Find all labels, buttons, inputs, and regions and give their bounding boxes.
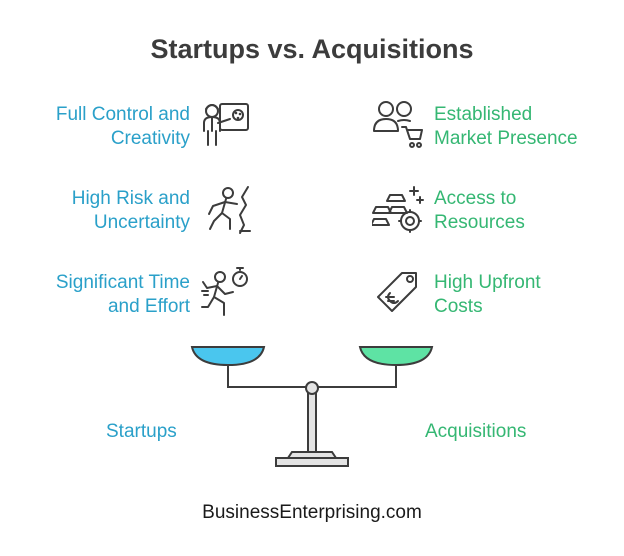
startups-pan xyxy=(190,346,266,367)
startup-risk-label: High Risk and Uncertainty xyxy=(71,188,190,233)
scale-post xyxy=(307,391,317,453)
acquisitions-pan xyxy=(358,346,434,367)
footer-credit: BusinessEnterprising.com xyxy=(202,502,422,523)
scale-pivot xyxy=(305,381,319,395)
startup-time-label: Significant Time and Effort xyxy=(55,272,190,317)
gold-bars-icon xyxy=(372,186,424,233)
scale-base xyxy=(275,457,349,467)
acquisitions-label: Acquisitions xyxy=(425,421,527,442)
acquisition-market-label: Established Market Presence xyxy=(434,104,578,149)
runner-stopwatch-icon xyxy=(201,267,248,316)
customers-cart-icon xyxy=(373,101,423,148)
acquisition-costs-label: High Upfront Costs xyxy=(434,272,541,317)
climber-icon xyxy=(208,186,251,234)
acquisition-resources-label: Access to Resources xyxy=(434,188,525,233)
page-title: Startups vs. Acquisitions xyxy=(150,34,474,64)
startups-label: Startups xyxy=(106,421,177,442)
painter-icon xyxy=(203,103,249,146)
price-tag-icon xyxy=(377,272,417,312)
startup-benefit-label: Full Control and Creativity xyxy=(55,104,190,149)
